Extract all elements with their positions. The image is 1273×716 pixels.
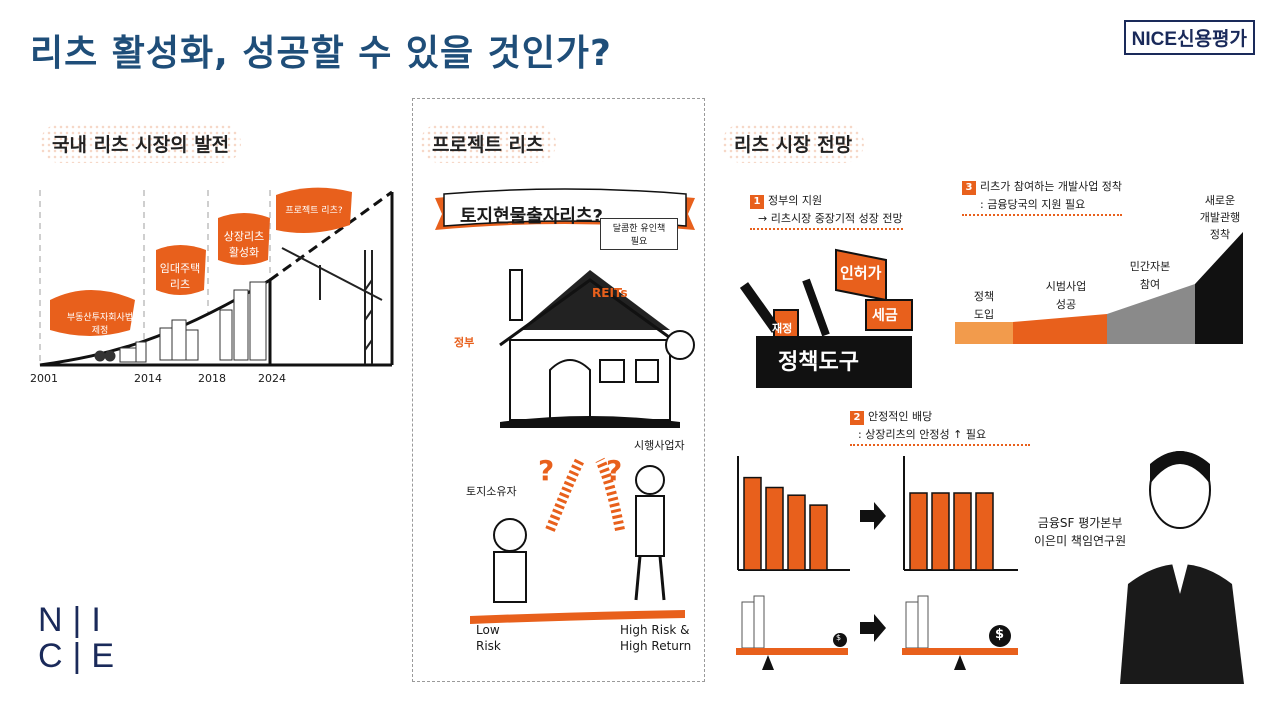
dividend-bar-after-2 <box>931 492 950 571</box>
svg-text:?: ? <box>538 454 554 487</box>
crane-drawing <box>281 247 383 364</box>
reits-growth-illustration <box>39 187 394 367</box>
dividend-bar-before-3 <box>787 494 806 571</box>
section-title-left: 국내 리츠 시장의 발전 <box>40 124 242 163</box>
money-bag-icon-large: $ <box>995 627 1005 642</box>
dividend-bar-before-1 <box>743 476 762 571</box>
nice-corner-logo: N|I C|E <box>38 601 125 675</box>
year-2001: 2001 <box>30 372 58 385</box>
year-2018: 2018 <box>198 372 226 385</box>
year-2014: 2014 <box>134 372 162 385</box>
banner-text: 토지현물출자리츠? <box>460 206 603 227</box>
nice-logo: NICE신용평가 <box>1123 20 1255 55</box>
page-title: 리츠 활성화, 성공할 수 있을 것인가? <box>30 33 612 74</box>
landowner-label: 토지소유자 <box>466 485 517 498</box>
badge-3: 3 <box>962 181 976 195</box>
dividend-bar-before-4 <box>809 504 828 571</box>
stage-bar-2 <box>1013 314 1107 344</box>
reits-sign: REITs <box>592 286 628 300</box>
toolbox-illustration <box>739 248 913 388</box>
high-risk-label: High Risk &High Return <box>620 623 692 653</box>
dividend-bars-after <box>909 492 994 571</box>
author-portrait <box>1120 451 1244 684</box>
badge-2: 2 <box>850 411 864 425</box>
author-credit: 금융SF 평가본부 이은미 책임연구원 <box>1034 516 1127 548</box>
dividend-bar-after-3 <box>953 492 972 571</box>
building-cluster-2 <box>159 319 199 361</box>
section-title-middle: 프로젝트 리츠 <box>420 124 556 163</box>
milestone-flags <box>50 187 352 336</box>
dividend-bar-after-4 <box>975 492 994 571</box>
stages-chart <box>955 232 1243 344</box>
candy-house-illustration <box>499 269 695 428</box>
tool-label-tax: 세금 <box>872 308 898 324</box>
arrow-right-icon-2 <box>860 614 886 642</box>
dividend-bars-before <box>743 476 828 571</box>
balance-scale-after <box>902 595 1018 670</box>
dividend-bar-before-2 <box>765 486 784 571</box>
tool-label-finance: 재정 <box>772 322 793 335</box>
tool-label-permit: 인허가 <box>840 264 882 282</box>
arrow-right-icon-1 <box>860 502 886 530</box>
milestone-label-4: 프로젝트 리츠? <box>285 206 343 216</box>
dividend-charts <box>736 456 1018 670</box>
developer-label: 시행사업자 <box>634 439 685 452</box>
project-reits-panel <box>412 98 705 682</box>
svg-text:?: ? <box>606 454 622 487</box>
stage-bar-1 <box>955 322 1013 344</box>
year-2024: 2024 <box>258 372 286 385</box>
balance-scale-before <box>736 595 848 670</box>
dividend-bar-after-1 <box>909 492 928 571</box>
toolbox-label: 정책도구 <box>778 350 859 375</box>
risk-figures-illustration: ? ? <box>470 454 685 624</box>
building-cluster-1 <box>94 341 147 363</box>
stage-bar-3 <box>1107 284 1195 344</box>
government-label: 정부 <box>454 336 475 349</box>
stage-bar-4 <box>1195 232 1243 344</box>
building-cluster-3 <box>219 281 267 361</box>
badge-1: 1 <box>750 195 764 209</box>
money-bag-icon-small: $ <box>836 633 842 642</box>
section-title-right: 리츠 시장 전망 <box>722 124 865 163</box>
